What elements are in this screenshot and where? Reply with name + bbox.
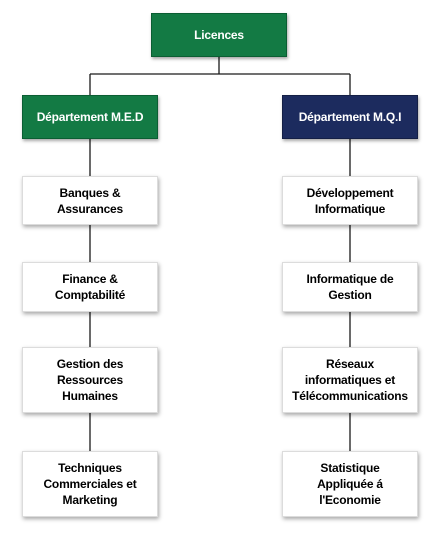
program-label: Informatique de Gestion — [306, 272, 394, 302]
program-label: Développement Informatique — [306, 185, 394, 216]
program-node-informatique-gestion: Informatique de Gestion — [282, 262, 418, 312]
program-label: Réseaux informatiques et Télécommunicati… — [292, 357, 408, 403]
program-label: Statistique Appliquée á l'Economie — [317, 461, 383, 507]
program-node-finance-comptabilite: Finance & Comptabilité — [22, 262, 158, 312]
program-label: Finance & Comptabilité — [54, 272, 126, 302]
program-node-techniques-commerciales-marketing: Techniques Commerciales et Marketing — [22, 451, 158, 517]
program-node-banques-assurances: Banques & Assurances — [22, 176, 158, 225]
department-med-node: Département M.E.D — [22, 95, 158, 139]
root-label: Licences — [194, 28, 244, 42]
department-mqi-label: Département M.Q.I — [298, 110, 402, 124]
program-node-developpement-informatique: Développement Informatique — [282, 176, 418, 225]
program-node-gestion-ressources-humaines: Gestion des Ressources Humaines — [22, 347, 158, 413]
program-label: Gestion des Ressources Humaines — [56, 357, 124, 403]
program-node-statistique-appliquee: Statistique Appliquée á l'Economie — [282, 451, 418, 517]
program-label: Banques & Assurances — [56, 185, 124, 216]
root-node-licences: Licences — [151, 13, 287, 57]
department-mqi-node: Département M.Q.I — [282, 95, 418, 139]
program-label: Techniques Commerciales et Marketing — [43, 461, 137, 507]
department-med-label: Département M.E.D — [36, 110, 144, 124]
program-node-reseaux-telecommunications: Réseaux informatiques et Télécommunicati… — [282, 347, 418, 413]
